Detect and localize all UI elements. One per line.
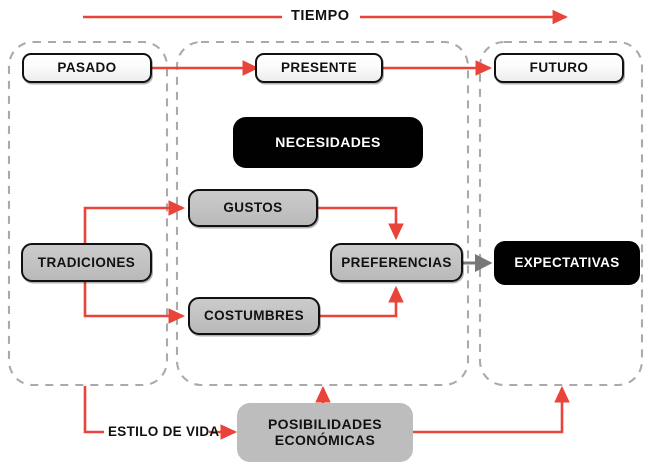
node-preferencias-label: PREFERENCIAS — [341, 254, 452, 270]
node-pasado[interactable]: PASADO — [22, 53, 152, 83]
estilo-de-vida-label: ESTILO DE VIDA — [108, 424, 220, 439]
node-expectativas[interactable]: EXPECTATIVAS — [494, 241, 640, 285]
node-pasado-label: PASADO — [57, 60, 117, 76]
node-posibilidades-label-line1: POSIBILIDADES — [267, 415, 383, 432]
node-futuro-label: FUTURO — [529, 60, 589, 76]
edge-tradiciones-costumbres — [83, 282, 186, 324]
node-tradiciones[interactable]: TRADICIONES — [21, 243, 152, 282]
node-gustos-label: GUSTOS — [223, 200, 283, 216]
node-presente-label: PRESENTE — [281, 60, 357, 76]
phase-container-pasado — [7, 40, 169, 387]
node-costumbres-label: COSTUMBRES — [203, 308, 304, 324]
edge-estilodevida-posibilidades — [83, 386, 238, 440]
edge-posibilidades-futuro — [412, 385, 570, 434]
edge-costumbres-preferencias — [320, 285, 404, 318]
node-expectativas-label: EXPECTATIVAS — [514, 255, 620, 271]
edge-gustos-preferencias — [318, 206, 404, 241]
node-gustos[interactable]: GUSTOS — [188, 189, 318, 227]
node-necesidades-label: NECESIDADES — [275, 133, 381, 150]
node-futuro[interactable]: FUTURO — [494, 53, 624, 83]
node-posibilidades-economicas[interactable]: POSIBILIDADES ECONÓMICAS — [237, 403, 413, 462]
node-presente[interactable]: PRESENTE — [255, 53, 383, 83]
edge-tradiciones-gustos — [83, 200, 186, 243]
node-preferencias[interactable]: PREFERENCIAS — [330, 243, 463, 282]
node-costumbres[interactable]: COSTUMBRES — [188, 297, 320, 335]
tiempo-label: TIEMPO — [291, 8, 350, 24]
node-necesidades[interactable]: NECESIDADES — [233, 117, 423, 168]
node-tradiciones-label: TRADICIONES — [37, 254, 136, 270]
phase-containers — [7, 40, 644, 387]
phase-container-futuro — [478, 40, 644, 387]
node-posibilidades-label-line2: ECONÓMICAS — [274, 431, 376, 448]
